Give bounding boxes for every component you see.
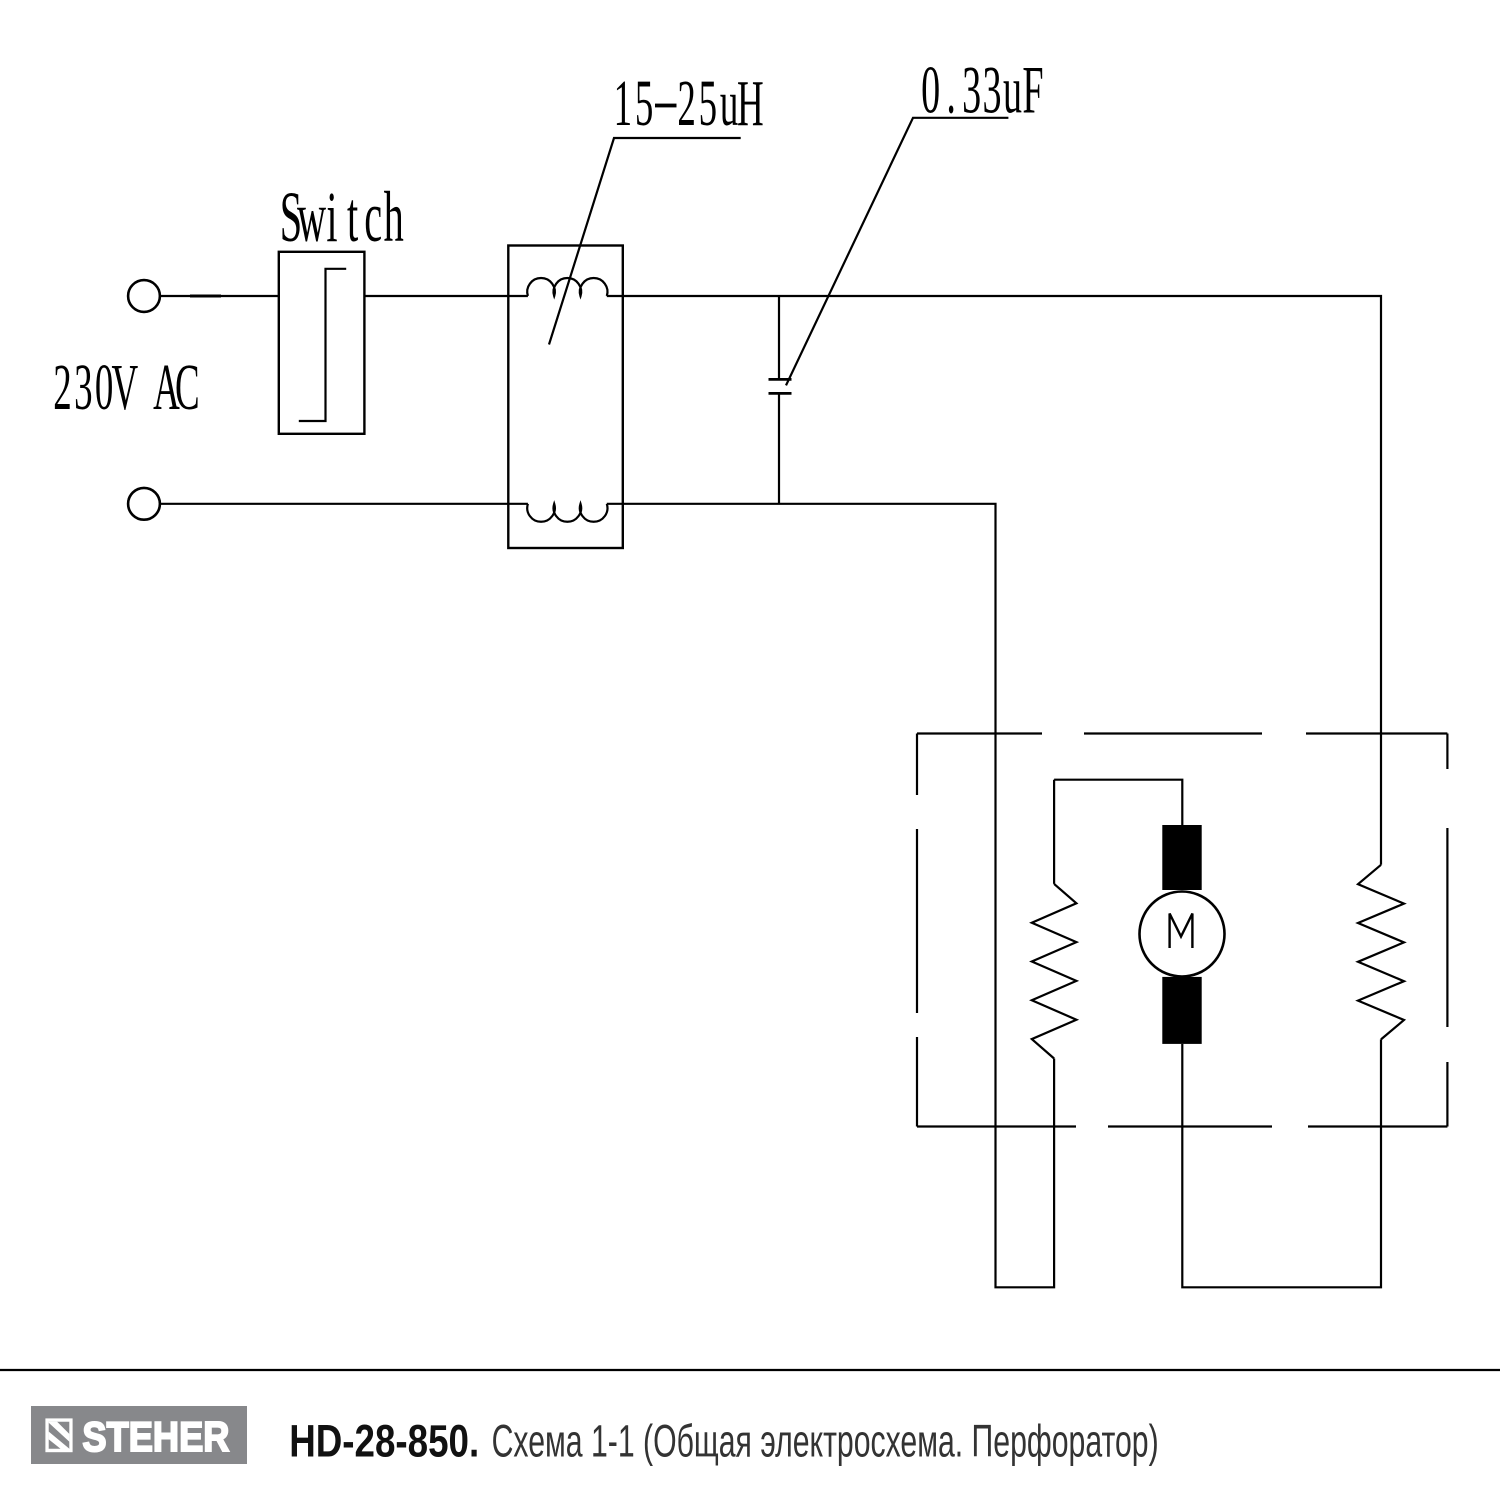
svg-text:2: 2 (677, 66, 695, 140)
svg-text:H: H (737, 66, 764, 140)
svg-text:0: 0 (95, 350, 113, 424)
svg-text:C: C (175, 350, 200, 424)
svg-text:S: S (280, 177, 302, 257)
svg-text:1: 1 (614, 66, 632, 140)
svg-text:V: V (112, 350, 139, 424)
svg-text:h: h (384, 177, 404, 257)
svg-text:u: u (720, 66, 738, 140)
svg-text:u: u (1003, 52, 1022, 127)
svg-text:F: F (1022, 52, 1043, 127)
svg-text:c: c (364, 177, 382, 257)
svg-text:HD-28-850.: HD-28-850. (289, 1415, 479, 1466)
svg-text:0: 0 (921, 52, 940, 127)
svg-text:.: . (946, 52, 956, 127)
svg-text:5: 5 (635, 66, 653, 140)
svg-text:5: 5 (699, 66, 717, 140)
svg-text:A: A (153, 350, 180, 424)
svg-text:STEHER: STEHER (82, 1413, 229, 1460)
svg-text:3: 3 (962, 52, 981, 127)
svg-text:Схема 1-1 (Общая электросхема.: Схема 1-1 (Общая электросхема. Перфорато… (492, 1415, 1159, 1466)
svg-text:i: i (326, 177, 337, 257)
svg-text:2: 2 (53, 350, 71, 424)
svg-text:3: 3 (74, 350, 92, 424)
svg-text:t: t (347, 177, 358, 257)
svg-text:3: 3 (982, 52, 1001, 127)
svg-text:w: w (297, 177, 326, 257)
